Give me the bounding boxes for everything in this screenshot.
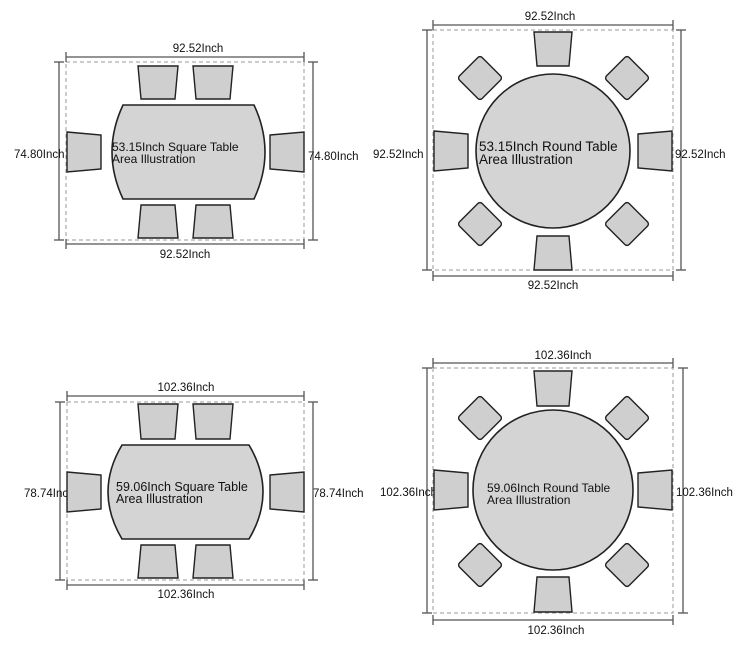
- rectangular-table: [111, 104, 266, 200]
- chair: [533, 576, 573, 613]
- rectangular-table: [107, 444, 264, 540]
- table-caption-line1: 59.06Inch Round Table: [487, 481, 611, 495]
- chair: [457, 201, 503, 247]
- top-dimension-line: [66, 391, 305, 401]
- bottom-dimension-label: 102.36Inch: [528, 625, 585, 637]
- table-caption-line1: 53.15Inch Square Table: [112, 140, 239, 154]
- chair: [604, 55, 650, 101]
- right-dimension-line: [308, 61, 318, 241]
- table-caption-line2: Area Illustration: [112, 152, 195, 166]
- left-dimension-label: 74.80Inch: [14, 149, 65, 161]
- chair: [457, 55, 503, 101]
- left-dimension-label: 102.36Inch: [380, 487, 437, 499]
- left-dimension-line: [54, 61, 64, 241]
- chair: [137, 544, 179, 579]
- chair: [66, 471, 102, 513]
- chair: [433, 469, 469, 511]
- chair: [192, 65, 234, 100]
- left-dimension-line: [422, 367, 432, 614]
- table-caption-line2: Area Illustration: [479, 152, 573, 167]
- round-table: [475, 73, 631, 229]
- top-dimension-label: 92.52Inch: [525, 11, 576, 23]
- chair: [533, 31, 573, 67]
- panel-round-large: 102.36Inch 102.36Inch 102.36Inch 102.36I…: [380, 350, 733, 637]
- chair: [192, 204, 234, 239]
- panel-rect-large: 102.36Inch 102.36Inch 78.74Inch 78.74Inc…: [24, 382, 364, 601]
- left-dimension-line: [55, 401, 65, 581]
- top-dimension-label: 92.52Inch: [173, 43, 224, 55]
- chair: [269, 131, 305, 173]
- bottom-dimension-label: 102.36Inch: [158, 589, 215, 601]
- top-dimension-label: 102.36Inch: [158, 382, 215, 394]
- panel-round-small: 92.52Inch 92.52Inch 92.52Inch 92.52Inch …: [373, 11, 726, 292]
- table-caption-line2: Area Illustration: [487, 493, 570, 507]
- chair: [137, 65, 179, 100]
- table-caption-line1: 59.06Inch Square Table: [116, 480, 248, 494]
- chair: [192, 403, 234, 440]
- chair: [637, 130, 673, 172]
- table-caption-line1: 53.15Inch Round Table: [479, 139, 618, 154]
- chair: [533, 370, 573, 407]
- top-dimension-label: 102.36Inch: [535, 350, 592, 362]
- right-dimension-line: [678, 367, 688, 614]
- top-dimension-line: [65, 52, 305, 62]
- area-boundary: [432, 367, 674, 614]
- right-dimension-label: 102.36Inch: [676, 487, 733, 499]
- bottom-dimension-line: [65, 239, 305, 249]
- left-dimension-label: 78.74Inch: [24, 488, 75, 500]
- right-dimension-line: [308, 401, 318, 581]
- bottom-dimension-line: [66, 580, 305, 590]
- bottom-dimension-label: 92.52Inch: [160, 249, 211, 261]
- top-dimension-line: [432, 358, 674, 368]
- area-boundary: [432, 29, 674, 271]
- panel-rect-small: 92.52Inch 92.52Inch 74.80Inch 74.80Inch …: [14, 43, 359, 261]
- round-table: [472, 409, 634, 571]
- left-dimension-label: 92.52Inch: [373, 149, 424, 161]
- chair: [457, 395, 503, 441]
- chair: [137, 204, 179, 239]
- chair: [137, 403, 179, 440]
- bottom-dimension-line: [432, 615, 674, 625]
- bottom-dimension-label: 92.52Inch: [528, 280, 579, 292]
- chair: [433, 130, 469, 172]
- right-dimension-line: [676, 29, 686, 271]
- area-boundary: [65, 61, 305, 241]
- table-caption-line2: Area Illustration: [116, 492, 203, 506]
- chair: [192, 544, 234, 579]
- chair: [457, 542, 503, 588]
- right-dimension-label: 78.74Inch: [313, 488, 364, 500]
- chair: [66, 131, 102, 173]
- chair: [604, 542, 650, 588]
- top-dimension-line: [432, 20, 674, 30]
- right-dimension-label: 92.52Inch: [675, 149, 726, 161]
- chair: [637, 469, 673, 511]
- bottom-dimension-line: [432, 271, 674, 281]
- left-dimension-line: [422, 29, 432, 271]
- right-dimension-label: 74.80Inch: [308, 151, 359, 163]
- chair: [604, 201, 650, 247]
- chair: [533, 235, 573, 271]
- chair: [604, 395, 650, 441]
- chair: [269, 471, 305, 513]
